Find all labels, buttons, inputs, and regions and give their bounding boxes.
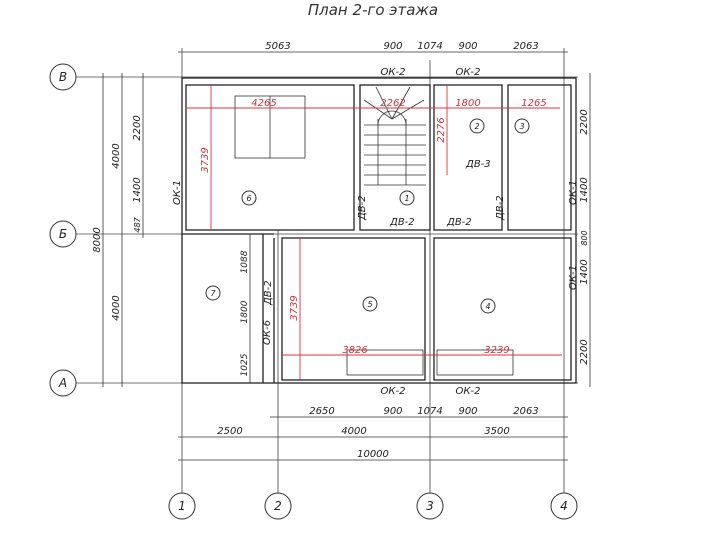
window-label: ОК-2 — [456, 67, 481, 78]
red-dimension-text: 3739 — [200, 147, 211, 172]
dimension-text: 1800 — [240, 300, 250, 323]
dimension-text: 2063 — [513, 41, 538, 52]
dimension-text: 2200 — [579, 339, 590, 364]
dimension-text: 2200 — [579, 109, 590, 134]
room-number: 4 — [485, 302, 490, 311]
door-label: ДВ-3 — [465, 159, 491, 170]
room-number: 1 — [404, 194, 409, 203]
dimension-text: 10000 — [357, 449, 389, 460]
dimension-text: 1074 — [417, 41, 442, 52]
window-label: ОК-6 — [262, 320, 273, 345]
bed-room-4 — [436, 349, 514, 376]
axis-bubble-a — [49, 369, 77, 397]
column-axis-bubbles: 1 2 3 4 — [168, 492, 578, 520]
walls — [181, 77, 577, 384]
red-dimension-text: 1800 — [455, 98, 480, 109]
room-number: 6 — [246, 194, 251, 203]
window-label: ОК-1 — [172, 180, 183, 205]
axis-label: А — [58, 376, 67, 390]
dimension-text: 1074 — [417, 406, 442, 417]
row-axis-bubbles: В Б А — [49, 63, 77, 397]
red-dimension-text: 3826 — [342, 345, 367, 356]
dimension-text: 900 — [383, 406, 402, 417]
window-label: ОК-2 — [381, 67, 406, 78]
interior-dimensions: 4265 3739 2262 1800 1265 2276 3739 3826 … — [186, 85, 562, 380]
staircase — [363, 86, 426, 186]
dimension-text: 900 — [458, 41, 477, 52]
axis-label: Б — [59, 227, 67, 241]
dimension-text: 4000 — [341, 426, 366, 437]
door-label: ДВ-2 — [495, 195, 506, 221]
window-label: ОК-2 — [456, 386, 481, 397]
dimension-text: 800 — [580, 230, 589, 245]
dimension-text: 3500 — [484, 426, 509, 437]
dimension-text: 5063 — [265, 41, 290, 52]
axis-bubble-v — [49, 63, 77, 91]
red-dimension-text: 1265 — [521, 98, 546, 109]
dimension-text: 2650 — [309, 406, 334, 417]
dimension-text: 900 — [383, 41, 402, 52]
red-dimension-text: 3239 — [484, 345, 509, 356]
dimension-text: 2200 — [132, 115, 143, 140]
axis-bubble-b — [49, 220, 77, 248]
bed-room-5 — [346, 349, 424, 376]
room-markers: 6 1 2 3 4 5 7 — [205, 118, 530, 314]
window-label: ОК-1 — [568, 180, 579, 205]
window-label: ОК-1 — [568, 265, 579, 290]
furniture — [234, 95, 514, 376]
door-label: ДВ-2 — [389, 217, 415, 228]
room-number: 2 — [474, 122, 479, 131]
door-label: ДВ-2 — [357, 195, 368, 221]
dimension-text: 4000 — [111, 295, 122, 320]
red-dimension-text: 2276 — [436, 117, 447, 142]
red-dimension-text: 2262 — [380, 98, 405, 109]
opening-labels: ОК-2 ОК-2 ОК-2 ОК-2 ДВ-3 ДВ-2 ДВ-2 ДВ-2 … — [172, 67, 579, 397]
axis-label: 1 — [178, 499, 186, 513]
door-label: ДВ-2 — [446, 217, 472, 228]
plan-title: План 2-го этажа — [308, 1, 438, 19]
axis-label: 3 — [426, 499, 434, 513]
dimension-lines — [102, 51, 591, 461]
dimension-text: 1088 — [240, 250, 250, 273]
room-number: 5 — [367, 300, 372, 309]
dimension-text: 1400 — [132, 177, 143, 202]
dimension-text: 1400 — [579, 259, 590, 284]
room-number: 3 — [519, 122, 524, 131]
axis-label: 2 — [274, 499, 282, 513]
room-number: 7 — [210, 289, 216, 298]
red-dimension-text: 4265 — [251, 98, 276, 109]
dimension-text: 900 — [458, 406, 477, 417]
dimension-text: 1400 — [579, 177, 590, 202]
red-dimension-text: 3739 — [289, 295, 300, 320]
dimension-text: 487 — [133, 216, 142, 232]
dimension-text: 1025 — [240, 353, 250, 376]
dimension-text: 2063 — [513, 406, 538, 417]
dimension-text: 2500 — [217, 426, 242, 437]
axis-label: 4 — [560, 499, 568, 513]
dimension-text: 8000 — [92, 227, 103, 252]
axis-label: В — [59, 70, 67, 84]
dimension-values: 5063 900 1074 900 2063 2650 900 1074 900… — [92, 41, 590, 460]
window-label: ОК-2 — [381, 386, 406, 397]
dimension-text: 4000 — [111, 143, 122, 168]
door-label: ДВ-2 — [263, 280, 274, 306]
